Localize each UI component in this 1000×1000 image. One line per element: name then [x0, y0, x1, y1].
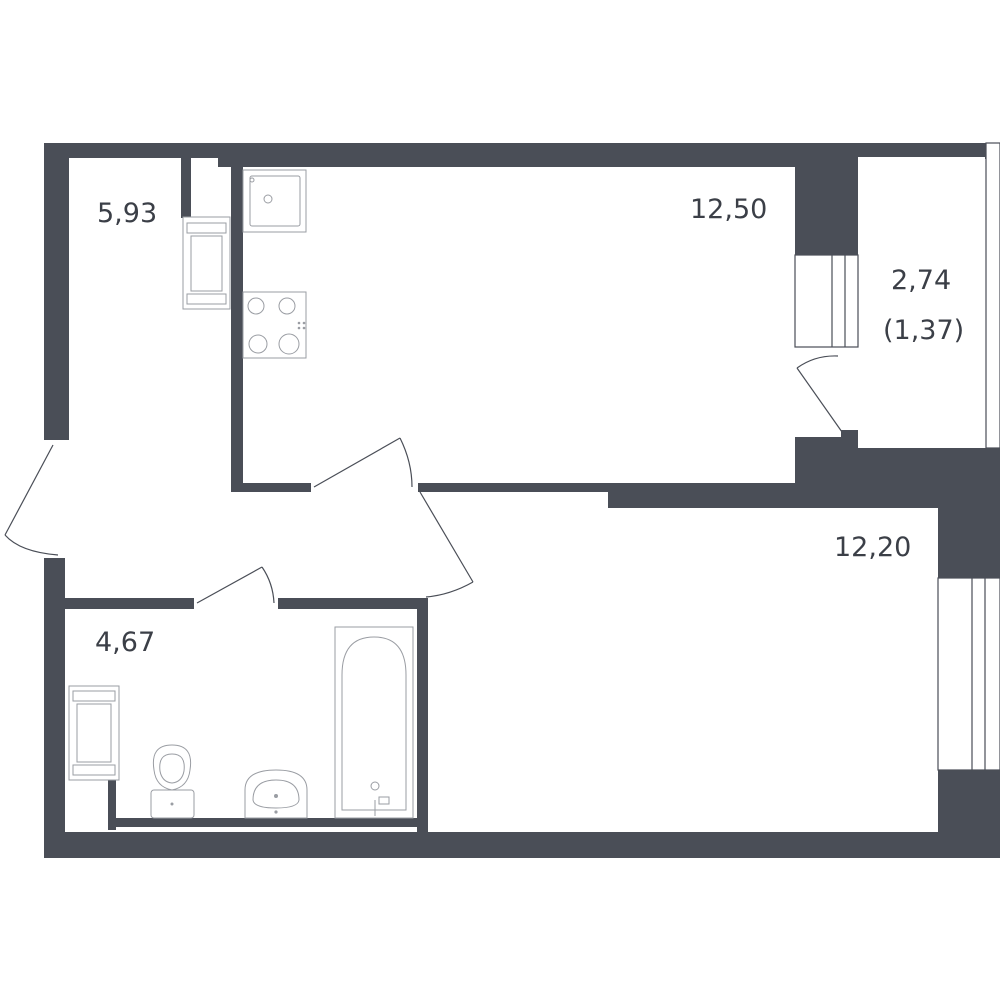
wall-right-upper — [938, 448, 1000, 578]
kitchen-sink-icon — [242, 169, 307, 233]
reduced-area-label-balcony: (1,37) — [883, 315, 964, 346]
area-label-balcony: 2,74 — [891, 265, 951, 296]
wall-kitchen-bottom-left — [231, 483, 311, 492]
wall-kitchen-bottom-mid — [418, 483, 613, 492]
wall-right-lower — [938, 770, 1000, 858]
area-label-bedroom: 12,20 — [834, 532, 911, 563]
area-label-kitchen: 12,50 — [690, 194, 767, 225]
area-label-hall: 5,93 — [97, 198, 157, 229]
area-label-bathroom: 4,67 — [95, 627, 155, 658]
wall-bath-right — [417, 598, 428, 838]
wall-bath-top-right — [278, 598, 428, 609]
wall-left-upper — [44, 143, 69, 440]
wall-bottom — [44, 832, 940, 858]
room-labels: 5,93 12,50 2,74 (1,37) 12,20 4,67 — [95, 194, 964, 658]
wall-top-kitchen — [218, 143, 800, 167]
wall-bath-top-left — [44, 598, 194, 609]
radiator-hall-icon — [182, 216, 231, 310]
doors — [4, 355, 843, 604]
balcony-door-stop — [841, 430, 858, 442]
balcony-door — [794, 254, 859, 348]
bathtub-icon — [334, 626, 414, 819]
window-bedroom — [937, 577, 1000, 771]
kitchen-door — [313, 437, 413, 488]
pillar-kitchen-bedroom — [795, 437, 858, 497]
washbasin-icon — [244, 769, 308, 819]
wall-kitchen-left — [231, 165, 243, 492]
toilet-icon — [150, 744, 195, 819]
balcony-glazing — [985, 142, 1000, 449]
bedroom-door — [419, 491, 474, 598]
windows — [794, 142, 1000, 771]
balcony-door-swing — [796, 355, 843, 433]
entrance-door — [4, 444, 59, 556]
wall-bath-inner-left — [108, 780, 116, 830]
wall-shaft-left — [181, 152, 191, 218]
wall-top-hall — [44, 143, 220, 158]
walls — [44, 143, 1000, 858]
radiator-bathroom-icon — [68, 685, 120, 781]
wall-bath-inner-bottom — [108, 818, 420, 827]
pillar-kitchen-balcony — [795, 143, 858, 255]
wall-left-lower — [44, 558, 65, 858]
bathroom-door — [196, 566, 275, 604]
fixtures — [68, 169, 414, 819]
stove-icon — [242, 291, 307, 359]
